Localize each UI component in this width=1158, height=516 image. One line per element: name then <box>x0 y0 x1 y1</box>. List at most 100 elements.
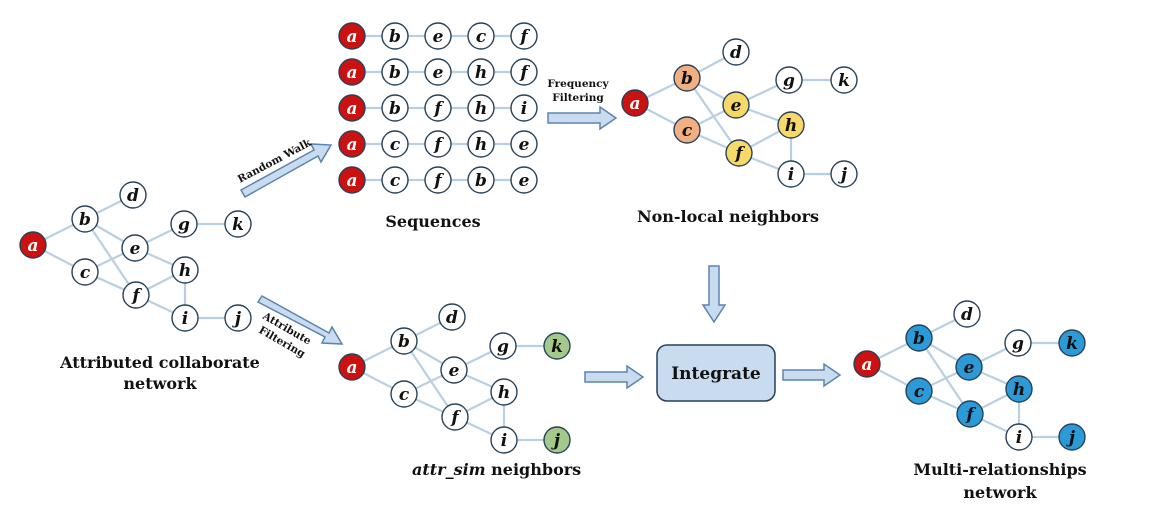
sequences-caption: Sequences <box>385 212 480 231</box>
node-h: h <box>171 256 199 284</box>
sequence-node-label-a: a <box>346 99 357 119</box>
node-k: k <box>1058 329 1086 357</box>
node-circle-i <box>490 426 518 454</box>
node-b: b <box>390 327 418 355</box>
node-circle-f <box>725 139 753 167</box>
node-label-a: a <box>861 355 872 375</box>
node-label-h: h <box>179 261 191 281</box>
sequence-node-c <box>381 166 409 194</box>
node-circle-k <box>224 210 252 238</box>
node-i: i <box>777 160 805 188</box>
integrate-box: Integrate <box>656 344 776 402</box>
random-walk-arrow: Random Walk <box>236 136 333 199</box>
node-label-d: d <box>446 308 458 328</box>
node-k: k <box>224 210 252 238</box>
node-circle-g <box>489 332 517 360</box>
sequence-node-b <box>381 22 409 50</box>
sequence-node-label-b: b <box>475 171 487 191</box>
sequence-node-label-f: f <box>433 171 444 191</box>
node-e: e <box>722 91 750 119</box>
node-i: i <box>1005 423 1033 451</box>
nonlocal-caption: Non-local neighbors <box>637 207 819 226</box>
edge-b-f <box>403 340 456 418</box>
sequence-node-label-f: f <box>519 63 530 83</box>
node-label-k: k <box>838 71 850 91</box>
sequence-node-label-c: c <box>390 135 401 155</box>
node-circle-b <box>390 327 418 355</box>
node-label-j: j <box>232 309 242 329</box>
integrate-label: Integrate <box>671 364 761 384</box>
node-circle-k <box>1058 329 1086 357</box>
sequence-node-h <box>467 130 495 158</box>
node-label-e: e <box>449 361 460 381</box>
attributed-caption-line2: network <box>123 374 197 393</box>
node-label-i: i <box>788 165 794 185</box>
node-circle-j <box>224 304 252 332</box>
sequence-node-label-b: b <box>389 63 401 83</box>
sequence-node-b <box>467 166 495 194</box>
node-c: c <box>71 258 99 286</box>
sequence-node-c <box>467 22 495 50</box>
node-circle-c <box>71 258 99 286</box>
attr-sim-caption-italic: attr_sim <box>412 460 486 479</box>
sequence-node-label-e: e <box>519 135 530 155</box>
node-circle-e <box>440 356 468 384</box>
node-f: f <box>725 139 753 167</box>
node-g: g <box>775 66 803 94</box>
node-k: k <box>830 66 858 94</box>
node-circle-d <box>953 300 981 328</box>
node-label-d: d <box>730 43 742 63</box>
node-circle-f <box>956 400 984 428</box>
node-label-b: b <box>913 329 925 349</box>
node-circle-a <box>338 353 366 381</box>
node-h: h <box>490 378 518 406</box>
node-a: a <box>621 89 649 117</box>
integrate-to-multi-arrow <box>782 362 842 388</box>
sequence-node-f <box>424 94 452 122</box>
node-b: b <box>673 64 701 92</box>
node-label-k: k <box>1066 334 1078 354</box>
node-circle-j <box>830 160 858 188</box>
node-label-j: j <box>1066 428 1076 448</box>
node-label-i: i <box>501 431 507 451</box>
sequence-node-label-e: e <box>433 63 444 83</box>
frequency-filtering-arrow: Frequency Filtering <box>547 78 618 131</box>
node-circle-d <box>722 38 750 66</box>
sequence-node-label-h: h <box>475 63 487 83</box>
node-a: a <box>338 353 366 381</box>
node-j: j <box>1058 423 1086 451</box>
node-label-h: h <box>498 383 510 403</box>
multi-caption-line1: Multi-relationships <box>913 460 1086 479</box>
node-circle-a <box>621 89 649 117</box>
down-arrow <box>701 265 727 324</box>
edge-b-f <box>84 218 137 296</box>
sequence-node-b <box>381 94 409 122</box>
node-i: i <box>171 304 199 332</box>
node-d: d <box>953 300 981 328</box>
node-d: d <box>119 181 147 209</box>
node-circle-c <box>673 116 701 144</box>
sequence-node-e <box>424 22 452 50</box>
node-circle-a <box>19 231 47 259</box>
node-label-c: c <box>682 121 693 141</box>
node-circle-e <box>121 234 149 262</box>
node-circle-b <box>673 64 701 92</box>
node-label-d: d <box>127 186 139 206</box>
node-label-g: g <box>178 215 190 235</box>
sequence-node-f <box>510 58 538 86</box>
multi-caption-line2: network <box>963 483 1037 502</box>
node-circle-g <box>170 210 198 238</box>
edge-b-f <box>918 337 971 415</box>
sequence-node-label-a: a <box>346 27 357 47</box>
node-e: e <box>121 234 149 262</box>
sequence-node-a <box>338 166 366 194</box>
node-c: c <box>673 116 701 144</box>
sequence-node-h <box>467 58 495 86</box>
node-label-c: c <box>80 263 91 283</box>
